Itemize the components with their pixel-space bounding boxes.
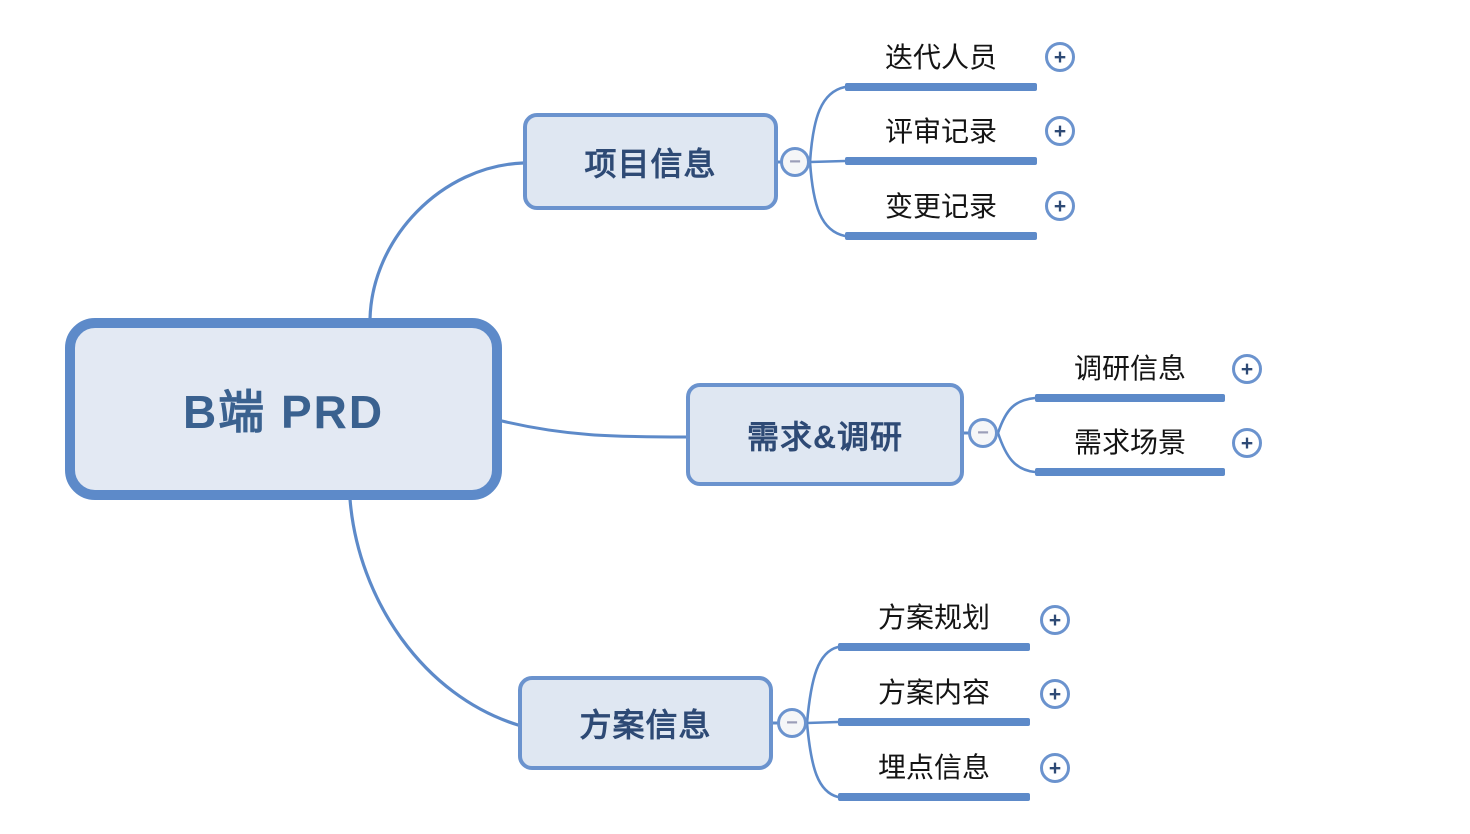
leaf-topic-review-records[interactable]: 评审记录: [884, 116, 997, 147]
expand-icon[interactable]: +: [1045, 116, 1075, 146]
leaf-underline: [845, 83, 1037, 91]
leaf-topic-solution-planning[interactable]: 方案规划: [877, 602, 990, 633]
collapse-icon[interactable]: −: [777, 708, 807, 738]
branch-topic-project-info[interactable]: 项目信息: [523, 113, 778, 210]
leaf-topic-tracking-info[interactable]: 埋点信息: [877, 752, 990, 783]
root-topic[interactable]: B端 PRD: [65, 318, 502, 500]
leaf-underline: [1035, 394, 1225, 402]
leaf-topic-iteration-staff[interactable]: 迭代人员: [884, 42, 997, 73]
leaf-topic-research-info[interactable]: 调研信息: [1073, 353, 1186, 384]
leaf-underline: [1035, 468, 1225, 476]
expand-icon[interactable]: +: [1040, 679, 1070, 709]
leaf-underline: [838, 793, 1030, 801]
leaf-underline: [838, 718, 1030, 726]
leaf-topic-change-records[interactable]: 变更记录: [884, 191, 997, 222]
leaf-topic-requirement-scenarios[interactable]: 需求场景: [1073, 427, 1186, 458]
leaf-underline: [845, 157, 1037, 165]
expand-icon[interactable]: +: [1040, 753, 1070, 783]
branch-topic-solution-info[interactable]: 方案信息: [518, 676, 773, 770]
collapse-icon[interactable]: −: [968, 418, 998, 448]
collapse-icon[interactable]: −: [780, 147, 810, 177]
leaf-underline: [838, 643, 1030, 651]
expand-icon[interactable]: +: [1232, 428, 1262, 458]
leaf-topic-solution-content[interactable]: 方案内容: [877, 677, 990, 708]
branch-topic-requirement-research[interactable]: 需求&调研: [686, 383, 964, 486]
expand-icon[interactable]: +: [1045, 191, 1075, 221]
expand-icon[interactable]: +: [1040, 605, 1070, 635]
expand-icon[interactable]: +: [1045, 42, 1075, 72]
leaf-underline: [845, 232, 1037, 240]
expand-icon[interactable]: +: [1232, 354, 1262, 384]
